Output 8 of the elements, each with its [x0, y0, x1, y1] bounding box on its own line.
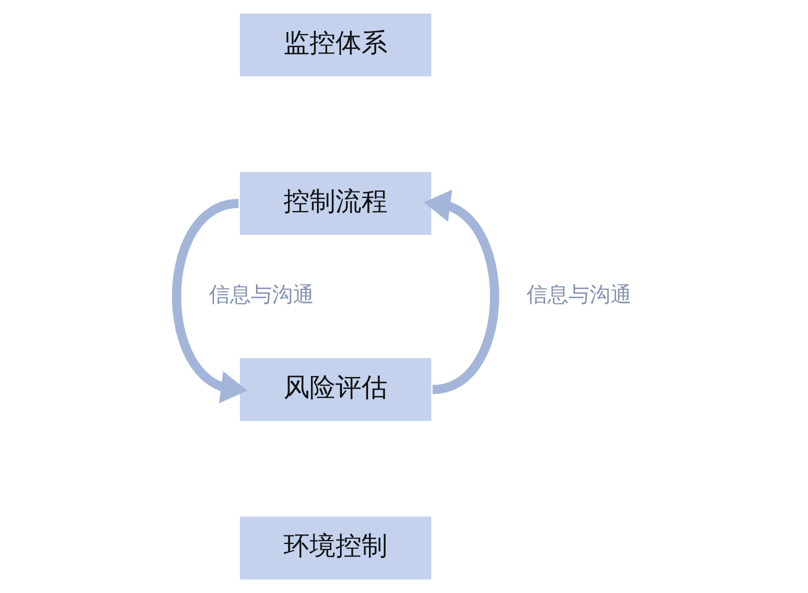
arrow [172, 198, 248, 404]
edge-label: 信息与沟通 [526, 282, 632, 306]
node-box: 风险评估 [240, 358, 432, 421]
arrow [424, 190, 499, 394]
node-box: 监控体系 [240, 13, 432, 76]
node-box: 环境控制 [240, 516, 432, 580]
node-box: 控制流程 [240, 172, 432, 235]
edge-label: 信息与沟通 [209, 282, 314, 306]
